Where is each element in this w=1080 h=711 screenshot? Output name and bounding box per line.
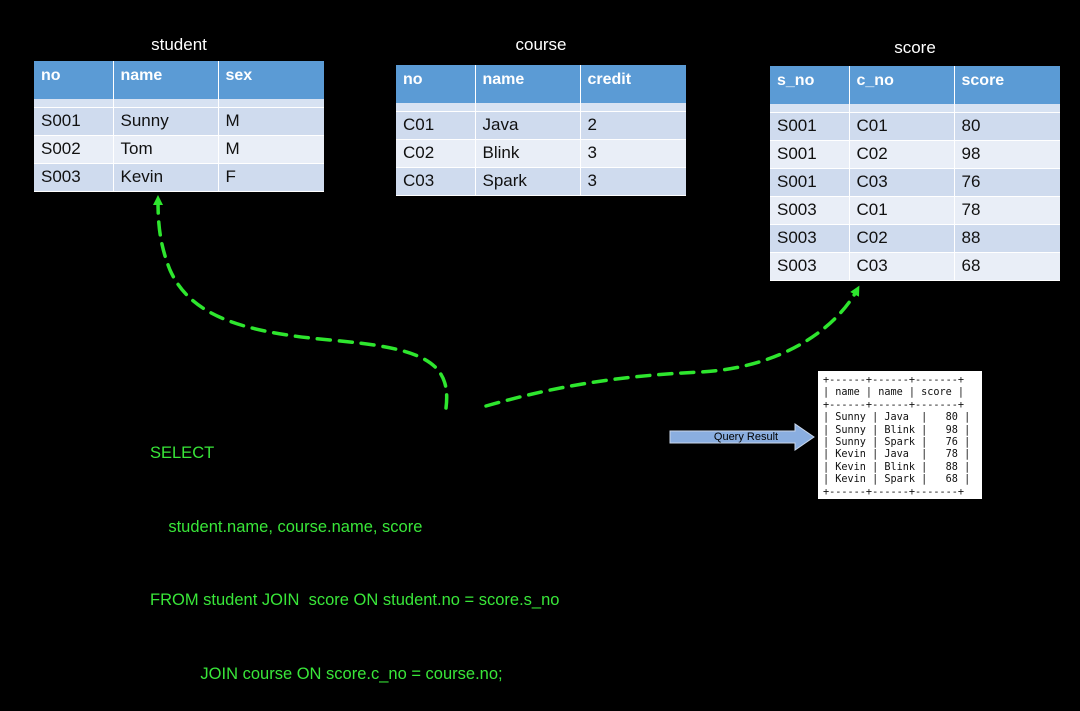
table-cell: S003 (770, 252, 850, 281)
table-cell: Kevin (113, 163, 219, 192)
table-cell: S003 (770, 224, 850, 253)
spacer-cell (218, 99, 324, 108)
table-cell: C03 (396, 167, 476, 196)
query-result-arrow (669, 423, 815, 451)
sql-query: SELECT student.name, course.name, score … (150, 392, 559, 711)
table-cell: C02 (849, 224, 955, 253)
table-cell: Sunny (113, 107, 219, 136)
table-cell: M (218, 135, 324, 164)
table-cell: 3 (580, 167, 686, 196)
column-header: credit (580, 65, 686, 103)
table-cell: C03 (849, 252, 955, 281)
table-cell: C01 (849, 112, 955, 141)
column-header: no (396, 65, 476, 103)
table-cell: S001 (770, 112, 850, 141)
spacer-cell (475, 103, 581, 112)
column-header: sex (218, 61, 324, 99)
score-table-title: score (894, 38, 936, 57)
sql-line: SELECT (150, 444, 215, 462)
arrow-to-student (153, 195, 449, 410)
column-header: name (113, 61, 219, 99)
spacer-cell (113, 99, 219, 108)
table-cell: S001 (770, 140, 850, 169)
table-cell: Tom (113, 135, 219, 164)
table-cell: 78 (954, 196, 1060, 225)
header-spacer-row (396, 103, 686, 112)
table-cell: Blink (475, 139, 581, 168)
column-header: no (34, 61, 114, 99)
table-cell: C01 (849, 196, 955, 225)
table-cell: Java (475, 111, 581, 140)
spacer-cell (954, 104, 1060, 113)
table-cell: C03 (849, 168, 955, 197)
table-cell: 98 (954, 140, 1060, 169)
table-cell: Spark (475, 167, 581, 196)
table-cell: 88 (954, 224, 1060, 253)
query-result-label: Query Result (713, 431, 779, 443)
table-cell: 76 (954, 168, 1060, 197)
column-header: c_no (849, 66, 955, 104)
table-cell: M (218, 107, 324, 136)
spacer-cell (770, 104, 850, 113)
query-result-box: +------+------+-------+ | name | name | … (818, 371, 982, 499)
connector-arrows (153, 195, 860, 451)
table-cell: F (218, 163, 324, 192)
table-cell: 68 (954, 252, 1060, 281)
column-header: name (475, 65, 581, 103)
table-cell: 3 (580, 139, 686, 168)
table-cell: C02 (396, 139, 476, 168)
column-header: score (954, 66, 1060, 104)
course-table-title: course (515, 35, 567, 54)
sql-line: JOIN course ON score.c_no = course.no; (150, 664, 503, 683)
query-result-text: +------+------+-------+ | name | name | … (823, 375, 971, 498)
column-header: s_no (770, 66, 850, 104)
sql-line: FROM student JOIN score ON student.no = … (150, 591, 560, 609)
spacer-cell (580, 103, 686, 112)
table-cell: S001 (34, 107, 114, 136)
table-cell: C01 (396, 111, 476, 140)
spacer-cell (34, 99, 114, 108)
table-cell: 80 (954, 112, 1060, 141)
table-cell: S003 (34, 163, 114, 192)
table-cell: S002 (34, 135, 114, 164)
table-cell: S001 (770, 168, 850, 197)
spacer-cell (396, 103, 476, 112)
header-spacer-row (770, 104, 1060, 113)
table-cell: S003 (770, 196, 850, 225)
spacer-cell (849, 104, 955, 113)
table-cell: C02 (849, 140, 955, 169)
table-cell: 2 (580, 111, 686, 140)
student-table-title: student (151, 35, 207, 54)
header-spacer-row (34, 99, 324, 108)
arrow-to-score (484, 285, 860, 408)
